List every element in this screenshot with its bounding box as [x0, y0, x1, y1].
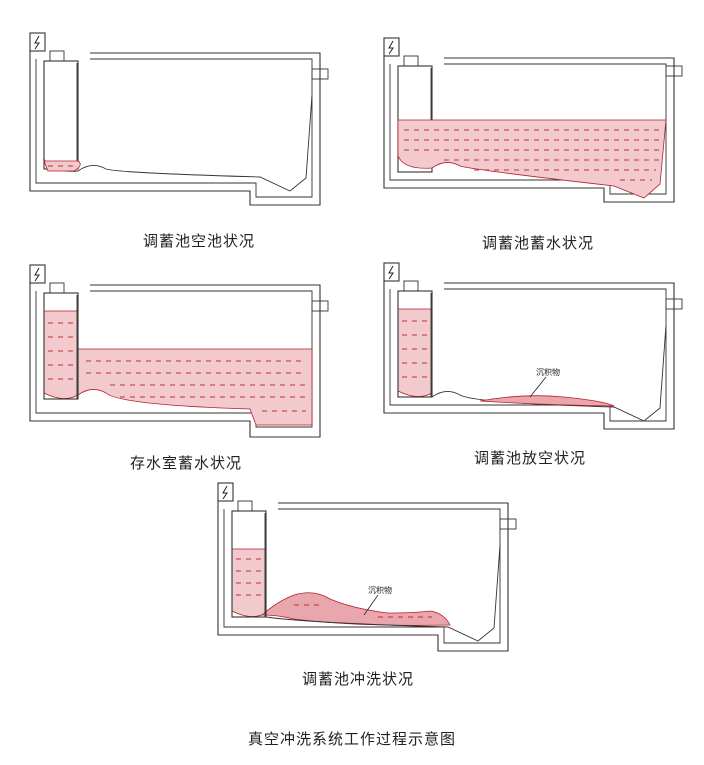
caption-storage: 调蓄池蓄水状况 — [482, 234, 595, 252]
power-symbol-icon — [383, 37, 400, 57]
sediment-label: 沉积物 — [368, 585, 392, 595]
caption-flushing: 调蓄池冲洗状况 — [302, 670, 415, 688]
caption-chamber: 存水室蓄水状况 — [130, 454, 243, 472]
figure-title: 真空冲洗系统工作过程示意图 — [247, 730, 456, 748]
sediment-label: 沉积物 — [536, 367, 560, 377]
power-symbol-icon — [383, 262, 400, 282]
caption-empty: 调蓄池空池状况 — [143, 232, 256, 250]
power-symbol-icon — [217, 482, 234, 502]
power-symbol-icon — [29, 264, 46, 284]
caption-draining: 调蓄池放空状况 — [474, 449, 587, 467]
power-symbol-icon — [29, 32, 46, 52]
